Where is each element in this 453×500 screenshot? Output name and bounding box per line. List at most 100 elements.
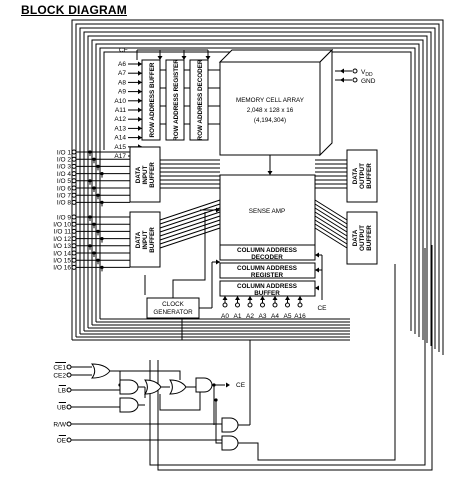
arrow-head <box>216 207 220 213</box>
data-bus <box>314 215 348 237</box>
io-pin-label: I/O 7 <box>57 193 71 200</box>
bus-loop <box>87 35 428 343</box>
col-reg-l2: REGISTER <box>251 272 284 279</box>
col-addr-pin: A3 <box>259 313 267 320</box>
io-pin-label: I/O 16 <box>53 265 71 272</box>
arrow-head <box>340 68 344 74</box>
arrow-head <box>222 296 228 300</box>
data-bus <box>314 227 348 249</box>
arrow-head <box>315 252 319 258</box>
pin-circle <box>71 149 77 155</box>
clock-gen-l2: GENERATOR <box>153 309 193 316</box>
pin-circle <box>71 243 77 249</box>
bus-loop <box>71 19 444 355</box>
bus-loop <box>75 23 440 352</box>
dob-label: OUTPUT <box>359 225 366 251</box>
data-bus <box>314 219 348 241</box>
pin-circle <box>285 302 290 308</box>
pin-circle <box>66 421 72 427</box>
dob-label: DATA <box>352 229 359 246</box>
bus-loop <box>79 27 436 349</box>
io-pin-label: I/O 5 <box>57 178 71 185</box>
junction-dot <box>92 157 96 161</box>
oe-gate <box>221 435 239 451</box>
vdd-label: VDD <box>361 69 373 78</box>
ce-label: CE <box>119 47 129 54</box>
pin-circle <box>71 221 77 227</box>
arrow-head <box>260 296 265 300</box>
arrow-head <box>181 56 187 60</box>
ctrl-pin-label: LB <box>58 387 66 394</box>
junction-dot <box>214 398 218 402</box>
bus-loop <box>99 47 416 334</box>
dib-label: BUFFER <box>149 162 156 188</box>
row-addr-pin: A10 <box>114 98 126 105</box>
dib-label: DATA <box>135 231 142 248</box>
pin-circle <box>260 302 265 308</box>
pin-circle <box>71 199 77 205</box>
ce-out-label: CE <box>236 382 246 389</box>
arrow-head <box>138 70 142 76</box>
rw-gate <box>221 417 239 433</box>
col-addr-pin: A16 <box>294 313 306 320</box>
dib-label: DATA <box>135 166 142 183</box>
ctrl-wire <box>215 400 222 444</box>
dob-label: OUTPUT <box>359 163 366 189</box>
data-bus <box>159 203 221 225</box>
col-buf-l1: COLUMN ADDRESS <box>237 283 297 290</box>
junction-dot <box>88 179 92 183</box>
arrow-head <box>285 296 290 300</box>
io-pin-label: I/O 3 <box>57 164 71 171</box>
dob-label: BUFFER <box>366 225 373 251</box>
arrow-head <box>267 171 273 175</box>
feedback-wire <box>157 245 433 471</box>
arrow-head <box>272 296 278 300</box>
data-bus <box>159 223 221 245</box>
data-bus <box>314 223 348 245</box>
lbub-or-gate2 <box>169 379 187 395</box>
mem-line2: 2,048 x 128 x 16 <box>247 107 294 114</box>
data-bus <box>314 203 348 225</box>
pin-circle <box>71 264 77 270</box>
lbub-or-gate <box>144 379 162 395</box>
arrow-head <box>216 259 220 265</box>
pin-circle <box>66 387 72 393</box>
pin-circle <box>66 404 72 410</box>
dib-label: INPUT <box>142 165 149 184</box>
pin-circle <box>66 437 72 443</box>
gnd-label: GND <box>361 78 376 85</box>
sense-amp-label: SENSE AMP <box>249 208 285 215</box>
pin-circle <box>352 77 358 83</box>
junction-dot <box>88 244 92 248</box>
arrow-head <box>247 296 253 300</box>
pin-circle <box>71 236 77 242</box>
row-addr-pin: A6 <box>118 61 126 68</box>
ctrl-pin-label: R/W <box>53 421 67 428</box>
row-addr-pin: A7 <box>118 70 126 77</box>
arrow-head <box>157 56 163 60</box>
col-addr-pin: A1 <box>234 313 242 320</box>
data-bus <box>159 215 221 237</box>
data-bus <box>314 207 348 229</box>
ce-gate <box>90 363 111 379</box>
column-address-buffer <box>219 280 316 297</box>
pin-circle <box>71 178 77 184</box>
row-block-label: ROW ADDRESS REGISTER <box>173 59 180 141</box>
row-addr-pin: A17 <box>114 153 126 160</box>
pin-circle <box>71 250 77 256</box>
pin-circle <box>71 156 77 162</box>
col-addr-pin: A5 <box>284 313 292 320</box>
data-input-buffer-2 <box>129 211 161 268</box>
col-addr-pin: A2 <box>246 313 254 320</box>
col-addr-pin: A4 <box>271 313 279 320</box>
blocks <box>66 48 378 451</box>
pin-circle <box>272 302 278 308</box>
arrow-head <box>138 89 142 95</box>
row-block-label: ROW ADDRESS DECODER <box>197 59 204 140</box>
row-addr-pin: A11 <box>115 107 126 114</box>
io-pin-label: I/O 2 <box>57 157 71 164</box>
column-address-register <box>219 262 316 279</box>
arrow-head <box>226 382 230 388</box>
